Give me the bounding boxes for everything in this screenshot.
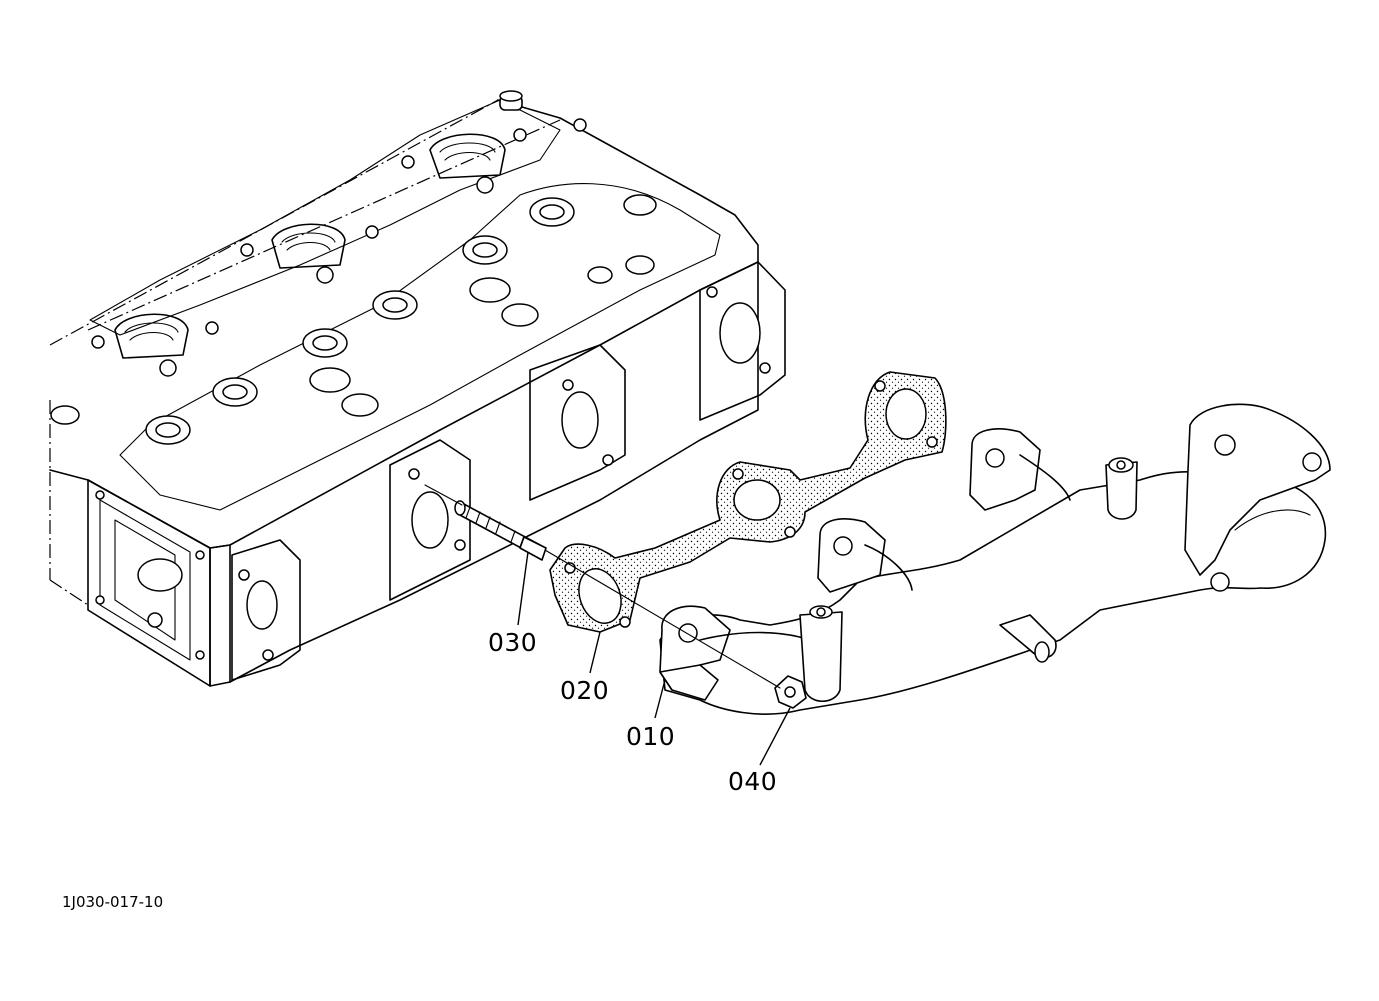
leader-040 [759,707,791,766]
reference-code: 1J030-017-10 [62,893,164,911]
leader-010 [654,679,666,719]
gasket-020 [549,371,947,633]
valve-port-holes [50,194,657,445]
assembly-center-line [544,549,781,689]
exhaust-manifold-010 [659,403,1331,715]
callout-010: 010 [626,722,676,751]
leader-030 [517,551,529,626]
cylinder-head [49,90,786,687]
nut-040 [774,675,807,709]
callout-020: 020 [560,676,610,705]
callout-030: 030 [488,628,538,657]
callout-040: 040 [728,767,778,796]
stud-030 [424,484,547,561]
injector-bosses [114,133,506,377]
leader-020 [589,631,601,674]
